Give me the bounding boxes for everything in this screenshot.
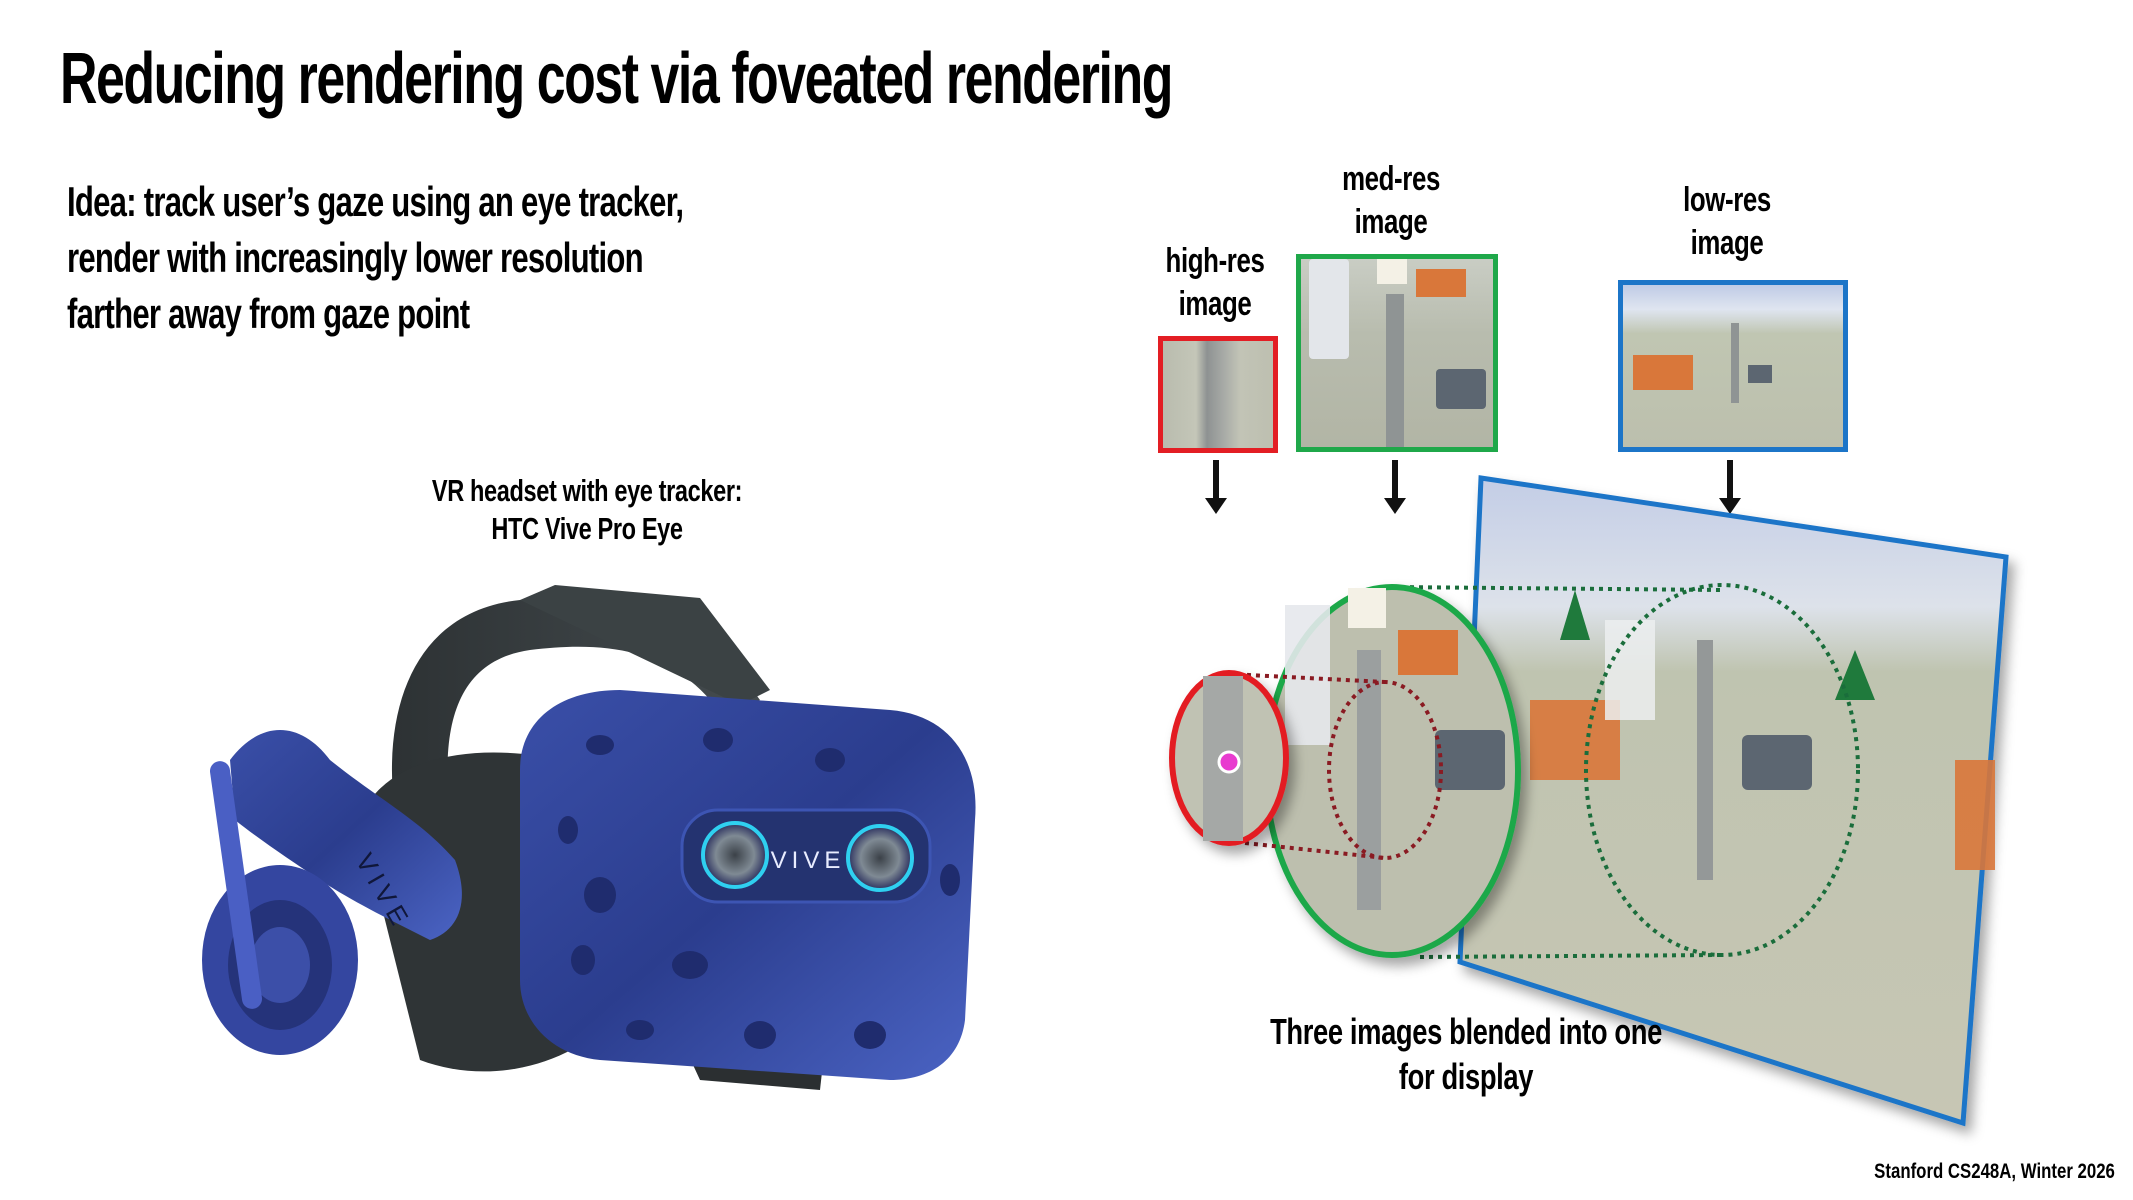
- headset-caption-line-1: VR headset with eye tracker:: [431, 473, 743, 508]
- bin: [1436, 369, 1486, 409]
- crate: [1416, 269, 1466, 297]
- blend-caption: Three images blended into one for displa…: [1270, 1009, 1662, 1099]
- med-res-label-line-2: image: [1354, 203, 1428, 241]
- low-res-label-line-2: image: [1690, 224, 1764, 262]
- down-arrow-icon: [1205, 460, 1227, 514]
- gaze-point-icon: [1217, 750, 1241, 774]
- front-vive-logo: VIVE: [771, 847, 846, 874]
- blend-caption-line-2: for display: [1398, 1056, 1534, 1097]
- down-arrow-icon: [1384, 460, 1406, 514]
- med-res-label-line-1: med-res: [1342, 160, 1440, 198]
- pillar-shape: [1309, 259, 1349, 359]
- idea-line-2: render with increasingly lower resolutio…: [67, 234, 644, 281]
- low-res-label: low-res image: [1683, 179, 1771, 265]
- med-res-fovea-region: [1327, 680, 1443, 860]
- med-res-region: [1263, 584, 1521, 958]
- med-res-thumbnail: [1296, 254, 1498, 452]
- slide-title: Reducing rendering cost via foveated ren…: [60, 39, 1173, 119]
- idea-line-3: farther away from gaze point: [67, 290, 470, 337]
- low-res-label-line-1: low-res: [1683, 181, 1771, 219]
- blend-caption-line-1: Three images blended into one: [1270, 1011, 1662, 1052]
- headset-caption-line-2: HTC Vive Pro Eye: [491, 511, 683, 546]
- med-res-label: med-res image: [1342, 158, 1440, 244]
- down-arrow-icon: [1719, 460, 1741, 514]
- lamp-shade: [1377, 259, 1407, 284]
- high-res-label: high-res image: [1166, 240, 1265, 326]
- low-res-thumbnail: [1618, 280, 1848, 452]
- bin: [1748, 365, 1772, 383]
- side-vive-logo: VIVE: [350, 848, 418, 935]
- high-res-label-line-1: high-res: [1165, 242, 1265, 280]
- high-res-label-line-2: image: [1178, 285, 1252, 323]
- crate: [1633, 355, 1693, 390]
- low-res-fovea-region: [1584, 583, 1860, 957]
- headset-caption: VR headset with eye tracker: HTC Vive Pr…: [431, 472, 743, 548]
- high-res-thumbnail: [1158, 336, 1278, 453]
- idea-line-1: Idea: track user’s gaze using an eye tra…: [67, 178, 684, 225]
- course-footer: Stanford CS248A, Winter 2026: [1874, 1160, 2115, 1183]
- high-res-region: [1169, 670, 1289, 846]
- post: [1386, 294, 1404, 447]
- post: [1731, 323, 1739, 403]
